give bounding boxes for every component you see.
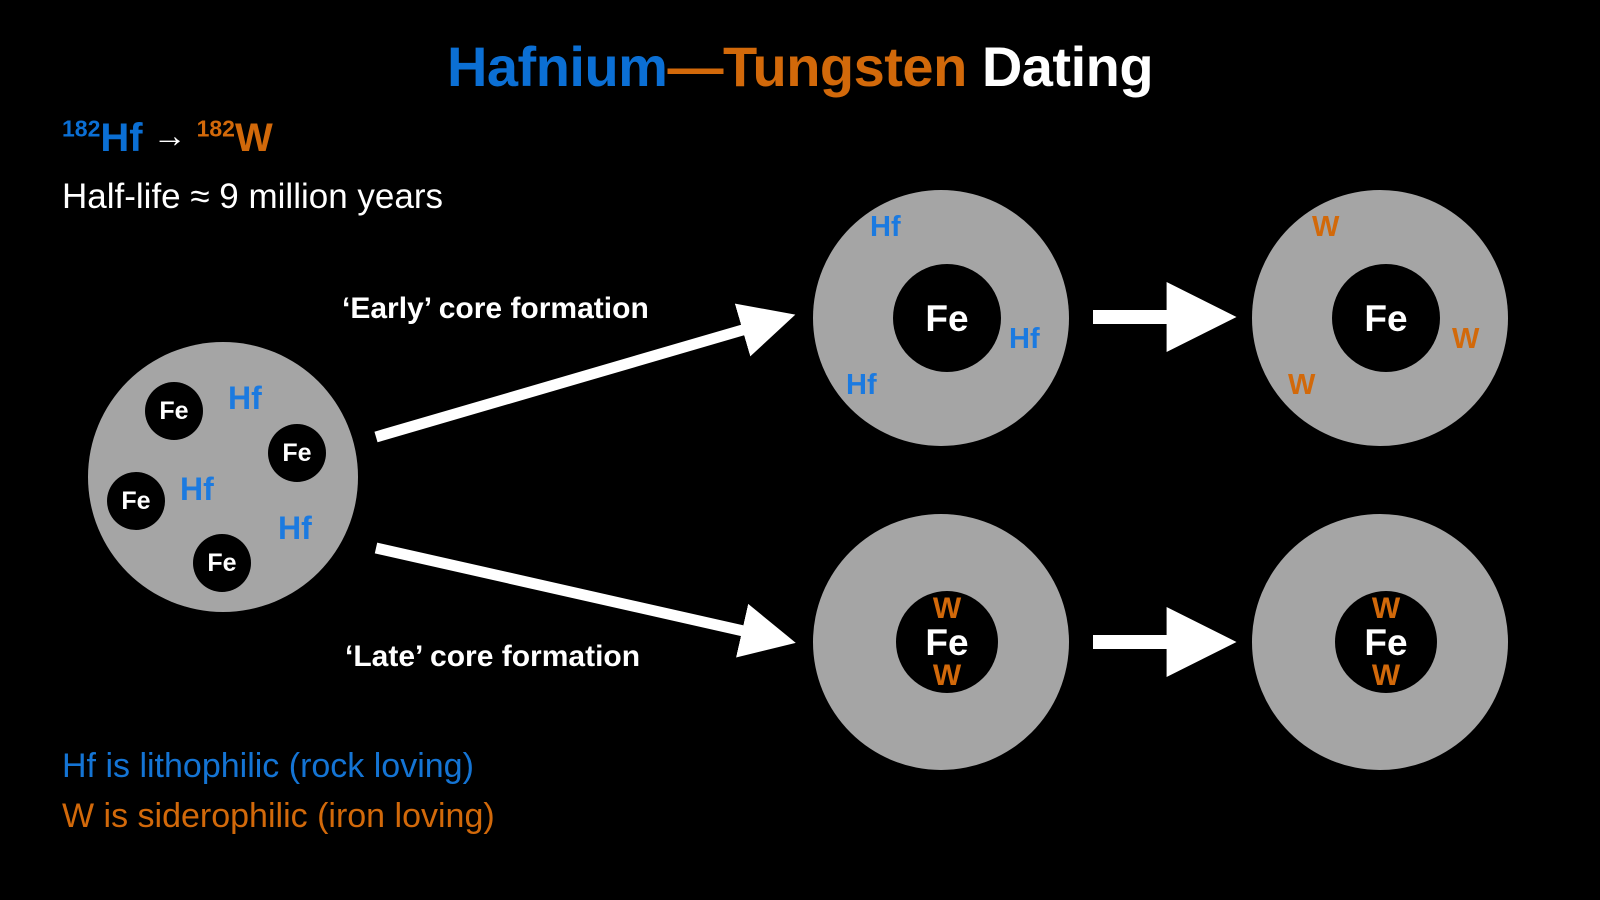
hf-label: Hf bbox=[1009, 323, 1040, 355]
page-title: Hafnium—Tungsten Dating bbox=[0, 34, 1600, 99]
body-early-before: Fe Hf Hf Hf bbox=[813, 190, 1069, 446]
iron-core: Fe bbox=[1332, 264, 1440, 372]
hf-label: Hf bbox=[870, 211, 901, 243]
parent-mass-number: 182 bbox=[62, 116, 101, 142]
hf-label: Hf bbox=[846, 369, 877, 401]
core-label: Fe bbox=[925, 297, 969, 339]
daughter-mass-number: 182 bbox=[196, 116, 235, 142]
fe-blob-label: Fe bbox=[207, 548, 237, 577]
fe-blob-label: Fe bbox=[282, 438, 312, 467]
fe-blob: Fe bbox=[268, 424, 326, 482]
fe-blob: Fe bbox=[145, 382, 203, 440]
body-undifferentiated: Fe Fe Fe Fe Hf Hf Hf bbox=[88, 342, 358, 612]
title-hafnium: Hafnium bbox=[446, 35, 668, 98]
hf-label: Hf bbox=[278, 510, 312, 546]
fe-blob-label: Fe bbox=[121, 486, 151, 515]
body-late-after: W Fe W bbox=[1252, 514, 1508, 770]
decay-equation: 182Hf→182W bbox=[62, 116, 273, 160]
daughter-isotope: 182W bbox=[197, 116, 273, 160]
label-late-core-formation: ‘Late’ core formation bbox=[345, 640, 641, 673]
w-label: W bbox=[932, 658, 962, 692]
w-label: W bbox=[1371, 658, 1401, 692]
note-w-siderophilic: W is siderophilic (iron loving) bbox=[62, 797, 495, 835]
core-label: Fe bbox=[925, 621, 969, 663]
w-label: W bbox=[1452, 323, 1480, 355]
hf-label: Hf bbox=[180, 471, 214, 507]
note-hf-lithophilic: Hf is lithophilic (rock loving) bbox=[62, 747, 474, 785]
w-label: W bbox=[1312, 211, 1340, 243]
parent-symbol: Hf bbox=[100, 116, 143, 161]
decay-arrow-icon: → bbox=[152, 117, 187, 156]
fe-blob-label: Fe bbox=[159, 396, 189, 425]
fe-blob: Fe bbox=[193, 534, 251, 592]
w-label: W bbox=[1371, 591, 1401, 625]
core-label: Fe bbox=[1364, 297, 1408, 339]
fe-blob: Fe bbox=[107, 472, 165, 530]
iron-core: W Fe W bbox=[896, 591, 998, 693]
body-early-after: Fe W W W bbox=[1252, 190, 1508, 446]
w-label: W bbox=[1288, 369, 1316, 401]
hf-label: Hf bbox=[228, 380, 262, 416]
label-early-core-formation: ‘Early’ core formation bbox=[342, 292, 649, 325]
iron-core: Fe bbox=[893, 264, 1001, 372]
w-label: W bbox=[932, 591, 962, 625]
halflife-text: Half-life ≈ 9 million years bbox=[62, 177, 443, 216]
daughter-symbol: W bbox=[234, 116, 273, 161]
title-tungsten: —Tungsten bbox=[667, 35, 967, 98]
body-late-before: W Fe W bbox=[813, 514, 1069, 770]
title-dating: Dating bbox=[966, 35, 1154, 98]
arrow-early-path bbox=[374, 303, 796, 443]
parent-isotope: 182Hf bbox=[62, 116, 143, 160]
core-label: Fe bbox=[1364, 621, 1408, 663]
iron-core: W Fe W bbox=[1335, 591, 1437, 693]
arrow-late-path bbox=[374, 542, 796, 658]
